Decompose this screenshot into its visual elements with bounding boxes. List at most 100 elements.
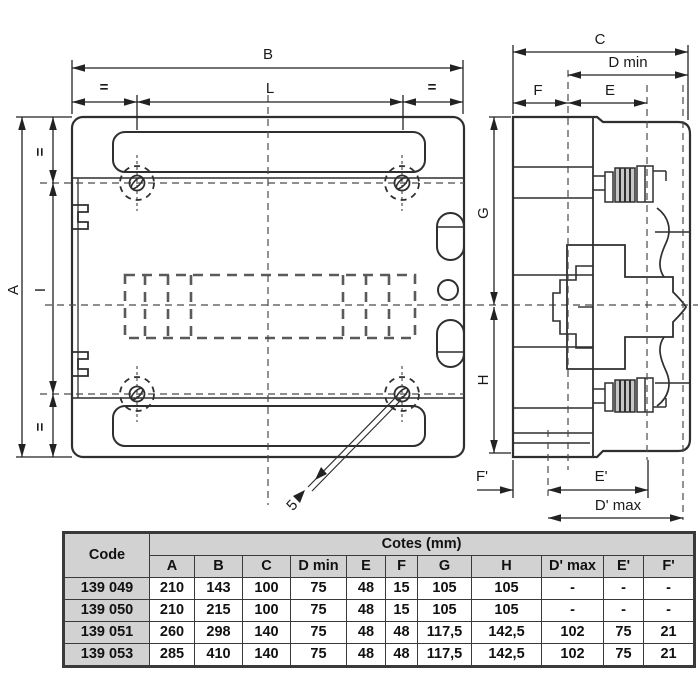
cell-Dmin: 75 [290, 599, 347, 622]
cell-Fprime: - [642, 599, 696, 622]
side-view-dimension-labels: C D min F E G H F' E' D' max [475, 31, 648, 514]
spring-clip-upper [656, 207, 670, 278]
dim-label-H: H [475, 375, 492, 386]
dim-label-eq-left-upper: = [32, 147, 49, 156]
dim-label-eq-left-lower: = [32, 422, 49, 431]
code-column-header: Code [63, 532, 150, 578]
cell-G: 117,5 [417, 643, 472, 667]
row-code: 139 053 [63, 643, 150, 667]
col-header-Dprimemax: D' max [541, 555, 604, 578]
table-row: 139 053 285 410 140 75 48 48 117,5 142,5… [63, 643, 696, 667]
col-header-Dmin: D min [290, 555, 347, 578]
dim-label-C: C [595, 31, 606, 48]
cell-Dprimemax: - [541, 599, 604, 622]
screw-bottom-right [384, 366, 420, 422]
cell-H: 142,5 [471, 621, 542, 644]
col-header-E: E [346, 555, 386, 578]
center-lines [40, 95, 698, 505]
dim-label-I: I [32, 288, 49, 292]
screw-diameter-callout: 5 [283, 395, 402, 514]
cell-Dprimemax: 102 [541, 621, 604, 644]
cell-E: 48 [346, 599, 386, 622]
front-view-dimensions [16, 60, 464, 458]
table-title: Cotes (mm) [148, 532, 696, 556]
side-view-dimensions [477, 45, 689, 522]
cell-E: 48 [346, 621, 386, 644]
dim-label-Dprimemax: D' max [595, 497, 642, 514]
cell-C: 140 [242, 621, 291, 644]
knockout-oval-upper [436, 212, 465, 261]
col-header-B: B [194, 555, 243, 578]
cell-H: 105 [471, 577, 542, 600]
side-view-reference-lines [547, 70, 684, 520]
spring-clip-lower [656, 336, 670, 407]
din-rail-cross-profile [566, 244, 688, 370]
cell-C: 100 [242, 599, 291, 622]
bottom-handle [112, 405, 426, 447]
cell-H: 142,5 [471, 643, 542, 667]
dim-label-Fprime: F' [476, 468, 488, 485]
cell-Dmin: 75 [290, 621, 347, 644]
dim-label-eq-top-left: = [100, 79, 109, 96]
cell-Eprime: 75 [603, 643, 644, 667]
knockout-oval-lower [436, 319, 465, 368]
front-view-dimension-labels: B L = = A I = = [5, 46, 437, 431]
cell-Eprime: 75 [603, 621, 644, 644]
dim-label-E: E [605, 82, 615, 99]
cell-B: 410 [194, 643, 243, 667]
terminal-block-bottom [593, 377, 667, 413]
cell-Fprime: 21 [642, 643, 696, 667]
col-header-F: F [385, 555, 418, 578]
row-code: 139 050 [63, 599, 150, 622]
left-notch-upper [72, 204, 89, 230]
dim-label-Eprime: E' [595, 468, 608, 485]
dim-label-G: G [475, 207, 492, 219]
cell-Dprimemax: - [541, 577, 604, 600]
table-row: 139 050 210 215 100 75 48 15 105 105 - -… [63, 599, 696, 622]
cell-Eprime: - [603, 577, 644, 600]
col-header-C: C [242, 555, 291, 578]
callout-arrow-lower [293, 490, 305, 503]
cell-F: 15 [385, 577, 418, 600]
terminal-block-top [593, 165, 667, 203]
dim-label-L: L [266, 80, 274, 97]
knockout-circle [437, 279, 459, 301]
cell-B: 298 [194, 621, 243, 644]
latch-profile [552, 265, 593, 349]
cell-F: 15 [385, 599, 418, 622]
dimensions-table: Code Cotes (mm) A B C D min E F G H D' m… [62, 531, 697, 668]
screw-bottom-left [119, 366, 155, 422]
cell-A: 285 [149, 643, 195, 667]
dim-label-F: F [533, 82, 542, 99]
col-header-A: A [149, 555, 195, 578]
col-header-G: G [417, 555, 472, 578]
dim-label-B: B [263, 46, 273, 63]
din-rail-outline [123, 273, 417, 340]
cell-Fprime: 21 [642, 621, 696, 644]
col-header-Fprime: F' [642, 555, 696, 578]
side-outline [511, 115, 692, 459]
dim-label-Dmin: D min [608, 54, 647, 71]
cell-Dmin: 75 [290, 643, 347, 667]
left-notch-lower [72, 351, 89, 377]
cell-F: 48 [385, 643, 418, 667]
cell-A: 210 [149, 599, 195, 622]
col-header-Eprime: E' [603, 555, 644, 578]
cell-Fprime: - [642, 577, 696, 600]
table-row: 139 051 260 298 140 75 48 48 117,5 142,5… [63, 621, 696, 644]
cell-E: 48 [346, 577, 386, 600]
cell-B: 143 [194, 577, 243, 600]
row-code: 139 051 [63, 621, 150, 644]
side-view [511, 115, 692, 459]
dim-label-A: A [5, 285, 22, 295]
fixing-screws [119, 155, 420, 422]
table-row: 139 049 210 143 100 75 48 15 105 105 - -… [63, 577, 696, 600]
cell-Dprimemax: 102 [541, 643, 604, 667]
column-header-row: A B C D min E F G H D' max E' F' [64, 555, 696, 578]
cell-Eprime: - [603, 599, 644, 622]
col-header-H: H [471, 555, 542, 578]
drawing-canvas: 5 B L = = A I = = [5, 31, 698, 522]
cell-A: 210 [149, 577, 195, 600]
screw-top-left [119, 155, 155, 211]
